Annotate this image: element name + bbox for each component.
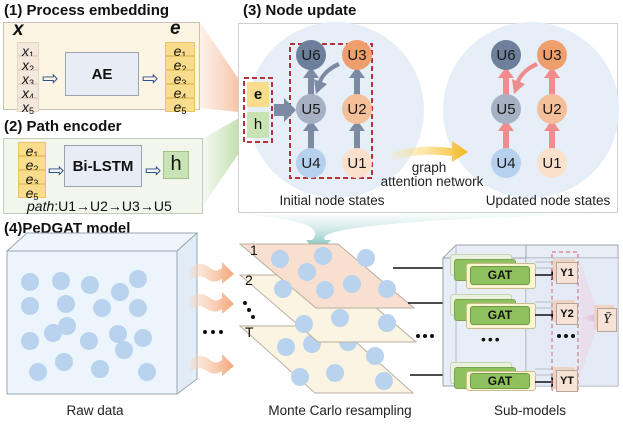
submodels-caption: Sub-models	[493, 403, 567, 418]
feature-dashed-box	[243, 77, 273, 143]
updated-state-circle	[443, 22, 619, 198]
wave-arrow	[190, 262, 234, 284]
gat-block: GAT	[470, 373, 530, 389]
initial-states-caption: Initial node states	[279, 193, 385, 208]
edge-u5-u6	[303, 67, 319, 100]
layer-dots	[243, 301, 255, 319]
teal-funnel-arrow	[250, 214, 600, 254]
input-cell: x1	[17, 42, 39, 60]
ensemble-output-cube: Ȳ	[597, 308, 617, 332]
path-embedding-cell: e2	[18, 156, 46, 174]
node-u2: U2	[342, 94, 372, 124]
edge-u1-u2	[349, 120, 365, 153]
gat-label-line1: graph	[411, 160, 447, 175]
wave-arrow	[190, 354, 234, 376]
arrow-right-icon: ⇨	[42, 68, 59, 90]
bilstm-box: Bi-LSTM	[64, 145, 142, 187]
embedding-cell: e3	[165, 70, 195, 88]
embedding-cell: e2	[165, 56, 195, 74]
path-encoder-title: (2) Path encoder	[4, 118, 122, 135]
updated-node-u6: U6	[491, 40, 521, 70]
output-cube-y2: Y2	[556, 303, 578, 325]
layer-1-points	[271, 247, 396, 299]
edge-u3-u5-updated	[512, 62, 538, 94]
embedding-cell: e4	[165, 84, 195, 102]
autoencoder-box: AE	[65, 52, 139, 96]
edge-u3-u5	[314, 62, 340, 94]
path-embedding-cell: e5	[18, 184, 46, 202]
process-embedding-title: (1) Process embedding	[4, 2, 170, 19]
sampling-arrows	[190, 262, 234, 376]
feature-input-arrow	[274, 98, 296, 122]
updated-states-caption: Updated node states	[485, 193, 611, 208]
arrow-right-icon: ⇨	[48, 160, 65, 182]
edge-u2-u3	[349, 67, 365, 100]
updated-node-u2: U2	[537, 94, 567, 124]
outputs-ellipsis	[557, 334, 575, 338]
raw-data-points	[21, 270, 156, 381]
embedding-cell: e1	[165, 42, 195, 60]
path-embedding-cell: e3	[18, 170, 46, 188]
input-cell: x3	[17, 70, 39, 88]
path-value: :U1→U2→U3→U5	[54, 198, 172, 214]
embedding-fan-shape	[200, 22, 248, 113]
node-u5: U5	[296, 94, 326, 124]
path-embedding-cell: e1	[18, 142, 46, 160]
updated-node-u1: U1	[537, 148, 567, 178]
edge-u5-u6-updated	[498, 67, 514, 100]
initial-edges	[303, 62, 365, 153]
updated-node-u4: U4	[491, 148, 521, 178]
initial-state-circle	[248, 22, 424, 198]
node-u1: U1	[342, 148, 372, 178]
feature-h: h	[247, 112, 269, 138]
gat-block: GAT	[470, 306, 530, 325]
layer-label-t: T	[245, 324, 254, 340]
ensemble-fan	[580, 260, 600, 376]
layer-ellipsis	[416, 334, 434, 338]
node-u3: U3	[342, 40, 372, 70]
input-cell: x2	[17, 56, 39, 74]
output-cube-y1: Y1	[556, 262, 578, 284]
path-label: path	[27, 198, 55, 214]
edge-u4-u5-updated	[498, 120, 514, 153]
gat-label-line2: attention network	[380, 174, 484, 189]
path-fan-shape	[200, 113, 248, 210]
arrow-right-icon: ⇨	[142, 68, 159, 90]
node-u6: U6	[296, 40, 326, 70]
embedding-cell: e5	[165, 98, 195, 116]
node-update-title: (3) Node update	[243, 2, 357, 19]
output-header: e	[170, 18, 181, 39]
wave-arrow	[190, 292, 234, 314]
updated-edges	[498, 62, 560, 153]
layer-label-2: 2	[245, 272, 253, 288]
resampling-caption: Monte Carlo resampling	[268, 403, 412, 418]
input-cell: x4	[17, 84, 39, 102]
updated-node-u3: U3	[537, 40, 567, 70]
hidden-state-box: h	[163, 151, 189, 179]
feature-e: e	[247, 82, 269, 107]
raw-data-caption: Raw data	[66, 403, 124, 418]
edge-u4-u5	[303, 120, 319, 153]
node-u4: U4	[296, 148, 326, 178]
updated-node-u5: U5	[491, 94, 521, 124]
layer-2-points	[295, 309, 396, 333]
layer-label-1: 1	[250, 242, 258, 258]
gat-transition-arrow	[392, 141, 468, 162]
arrow-right-icon: ⇨	[145, 160, 162, 182]
raw-ellipsis	[203, 330, 223, 334]
output-cube-yt: YT	[556, 370, 578, 392]
edge-u2-u3-updated	[544, 67, 560, 100]
gat-ellipsis: •••	[481, 331, 502, 347]
gat-block: GAT	[470, 266, 530, 285]
input-header: x	[13, 19, 24, 40]
input-cell: x5	[17, 98, 39, 116]
edge-u1-u2-updated	[544, 120, 560, 153]
path-text: path:U1→U2→U3→U5	[27, 198, 172, 214]
